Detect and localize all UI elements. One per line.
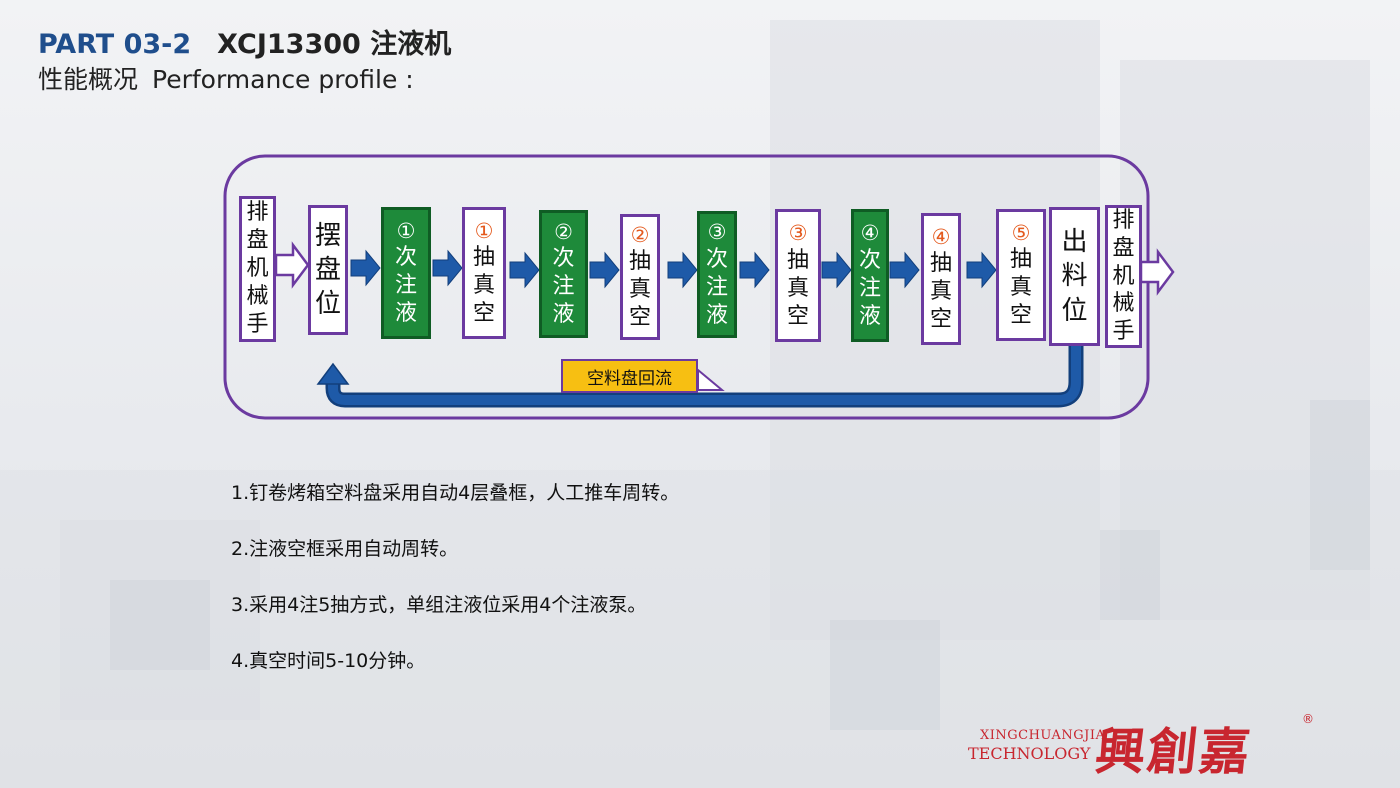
step-char: 手 bbox=[246, 311, 269, 337]
process-step-2: 摆盘位 bbox=[308, 205, 348, 335]
step-char: 盘 bbox=[314, 254, 341, 285]
step-char: 真 bbox=[628, 277, 651, 303]
step-number: ③ bbox=[788, 221, 808, 246]
step-char: 位 bbox=[1061, 295, 1088, 326]
process-step-12: 出料位 bbox=[1049, 207, 1100, 346]
step-char: 次 bbox=[858, 247, 881, 273]
step-char: 注 bbox=[705, 274, 728, 300]
step-number: ④ bbox=[931, 224, 951, 249]
step-char: 位 bbox=[314, 289, 341, 320]
step-char: 注 bbox=[858, 275, 881, 301]
flow-arrow-icon bbox=[509, 251, 540, 289]
step-char: 出 bbox=[1061, 227, 1088, 258]
return-path-arrow bbox=[325, 346, 1084, 408]
step-char: 真 bbox=[472, 273, 495, 299]
registered-mark: ® bbox=[1302, 712, 1314, 726]
step-number: ② bbox=[554, 219, 573, 244]
step-number: ⑤ bbox=[1011, 220, 1031, 245]
note-1: 1.钉卷烤箱空料盘采用自动4层叠框，人工推车周转。 bbox=[231, 482, 680, 504]
subtitle-en: Performance profile : bbox=[152, 65, 414, 94]
output-arrow-icon bbox=[1139, 248, 1175, 296]
diagram-frame bbox=[223, 154, 1150, 420]
step-char: 液 bbox=[858, 303, 881, 329]
step-char: 盘 bbox=[246, 228, 269, 254]
flow-arrow-icon bbox=[350, 249, 381, 287]
step-char: 抽 bbox=[786, 247, 809, 273]
step-char: 料 bbox=[1061, 261, 1088, 292]
page-title: PART 03-2 XCJ13300 注液机 bbox=[38, 22, 451, 61]
step-char: 真 bbox=[786, 275, 809, 301]
step-char: 抽 bbox=[472, 245, 495, 271]
input-arrow-icon bbox=[274, 241, 310, 289]
step-char: 械 bbox=[1112, 291, 1135, 317]
step-char: 抽 bbox=[1009, 247, 1032, 273]
logo-en-line1: XINGCHUANGJIA bbox=[980, 728, 1106, 743]
return-arrowhead-icon bbox=[316, 362, 350, 385]
step-char: 次 bbox=[394, 245, 417, 271]
step-char: 液 bbox=[394, 301, 417, 327]
step-char: 次 bbox=[552, 246, 575, 272]
flow-arrow-icon bbox=[589, 251, 620, 289]
part-label: PART 03-2 bbox=[38, 29, 192, 60]
return-label-pointer bbox=[697, 367, 725, 391]
step-char: 空 bbox=[1009, 303, 1032, 329]
step-char: 机 bbox=[246, 256, 269, 282]
step-char: 摆 bbox=[314, 220, 341, 251]
step-char: 排 bbox=[1112, 207, 1135, 233]
step-number: ④ bbox=[860, 221, 880, 246]
step-char: 机 bbox=[1112, 263, 1135, 289]
process-step-1: 排盘机械手 bbox=[239, 196, 276, 342]
model-label: XCJ13300 注液机 bbox=[217, 29, 452, 60]
note-3: 3.采用4注5抽方式，单组注液位采用4个注液泵。 bbox=[231, 594, 647, 616]
return-flow-label: 空料盘回流 bbox=[561, 359, 698, 393]
step-char: 液 bbox=[552, 302, 575, 328]
flow-arrow-icon bbox=[821, 251, 852, 289]
step-number: ③ bbox=[707, 220, 727, 245]
step-char: 真 bbox=[1009, 275, 1032, 301]
step-char: 抽 bbox=[929, 251, 952, 277]
logo-en-line2: TECHNOLOGY bbox=[968, 744, 1091, 763]
flow-arrow-icon bbox=[667, 251, 698, 289]
step-char: 械 bbox=[246, 283, 269, 309]
step-char: 空 bbox=[472, 301, 495, 327]
step-number: ① bbox=[396, 218, 416, 243]
page-subtitle: 性能概况 Performance profile : bbox=[38, 60, 414, 96]
step-char: 真 bbox=[929, 279, 952, 305]
step-char: 空 bbox=[786, 303, 809, 329]
step-number: ② bbox=[630, 222, 650, 247]
step-char: 液 bbox=[705, 302, 728, 328]
step-char: 注 bbox=[552, 274, 575, 300]
note-2: 2.注液空框采用自动周转。 bbox=[231, 538, 459, 560]
step-char: 抽 bbox=[628, 249, 651, 275]
process-step-13: 排盘机械手 bbox=[1105, 205, 1142, 348]
step-char: 手 bbox=[1112, 319, 1135, 345]
flow-arrow-icon bbox=[432, 249, 463, 287]
step-char: 空 bbox=[929, 307, 952, 333]
step-char: 空 bbox=[628, 305, 651, 331]
company-logo: XINGCHUANGJIA TECHNOLOGY 興創嘉 ® bbox=[968, 712, 1318, 781]
note-4: 4.真空时间5-10分钟。 bbox=[231, 650, 426, 672]
flow-arrow-icon bbox=[889, 251, 920, 289]
step-char: 排 bbox=[246, 200, 269, 226]
flow-arrow-icon bbox=[966, 251, 997, 289]
step-number: ① bbox=[474, 218, 494, 243]
subtitle-cn: 性能概况 bbox=[38, 65, 139, 94]
step-char: 次 bbox=[705, 246, 728, 272]
step-char: 注 bbox=[394, 273, 417, 299]
flow-arrow-icon bbox=[739, 251, 770, 289]
logo-cn: 興創嘉 bbox=[1092, 722, 1255, 781]
step-char: 盘 bbox=[1112, 235, 1135, 261]
